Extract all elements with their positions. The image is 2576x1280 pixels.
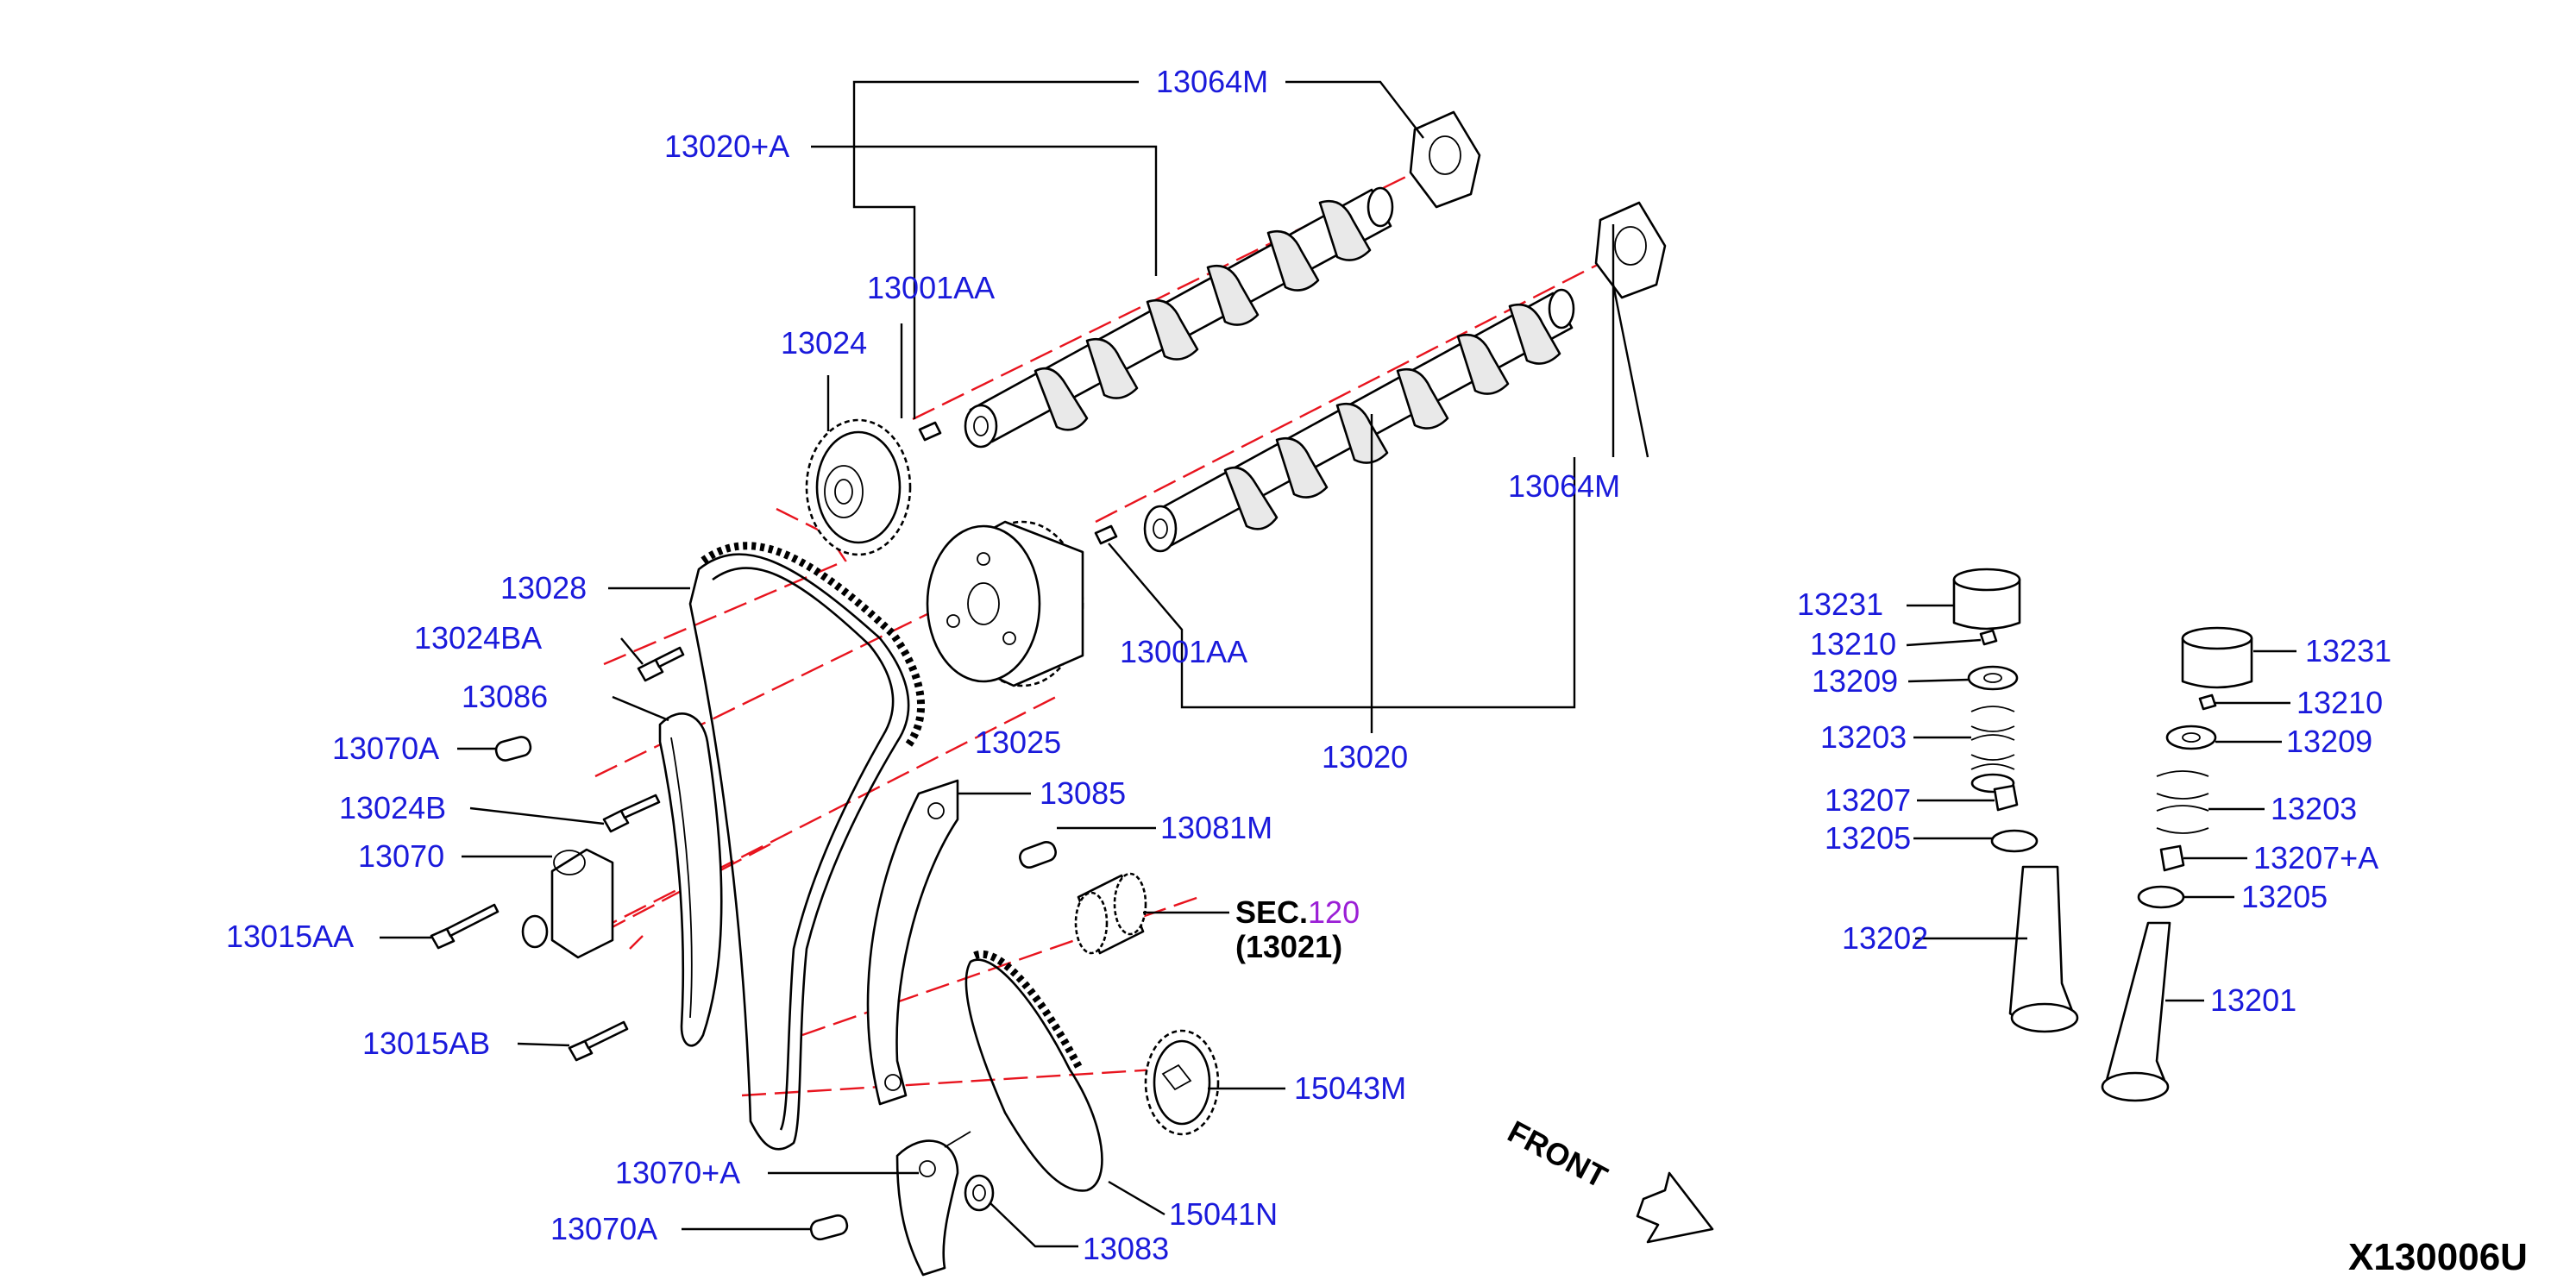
label-13231-right: 13231 [2305, 633, 2391, 668]
camshaft-lower [1094, 288, 1575, 553]
chain-guide-13086 [658, 712, 723, 1047]
label-13070: 13070 [358, 838, 444, 874]
label-13064M-top: 13064M [1156, 64, 1268, 99]
label-13024BA: 13024BA [414, 620, 542, 656]
oil-pump-chain-15041N [964, 950, 1103, 1192]
label-13203-left: 13203 [1820, 719, 1907, 755]
label-13020: 13020 [1322, 739, 1408, 775]
label-13020A: 13020+A [664, 129, 789, 164]
label-13024B: 13024B [339, 790, 446, 825]
label-13205-right: 13205 [2241, 879, 2328, 914]
label-13207A-right: 13207+A [2253, 840, 2378, 875]
label-13209-right: 13209 [2286, 724, 2372, 759]
signal-plate-upper [1409, 110, 1481, 209]
oil-pump-sprocket-15043M [1144, 1029, 1220, 1136]
crank-sprocket [1074, 872, 1147, 955]
label-13231-left: 13231 [1797, 587, 1883, 622]
sprocket-13024 [805, 418, 912, 556]
leader-lines [380, 80, 2296, 1248]
label-15043M: 15043M [1294, 1070, 1406, 1106]
slack-guide-13085 [866, 779, 959, 1106]
label-13201: 13201 [2210, 982, 2296, 1018]
front-indicator: FRONT [1502, 1114, 1714, 1244]
label-13070A-bottom: 13070A [550, 1211, 657, 1246]
front-label: FRONT [1502, 1114, 1613, 1195]
label-sec-13021: (13021) [1235, 929, 1342, 964]
front-arrow-icon [1636, 1171, 1714, 1244]
label-13210-right: 13210 [2296, 685, 2383, 720]
label-13210-left: 13210 [1810, 626, 1896, 662]
vtc-assembly-13025 [926, 520, 1084, 687]
valve-train-right [2101, 626, 2253, 1102]
chain-tensioner-13070 [521, 848, 614, 959]
fasteners [430, 646, 1057, 1241]
label-13209-left: 13209 [1812, 663, 1898, 699]
signal-plate-right [1594, 201, 1667, 299]
label-13028: 13028 [500, 570, 587, 605]
label-13015AA: 13015AA [226, 919, 354, 954]
label-13025: 13025 [975, 725, 1061, 760]
label-13001AA-top: 13001AA [867, 270, 995, 305]
label-13015AB: 13015AB [362, 1026, 490, 1061]
valve-train-left [1952, 568, 2079, 1033]
label-13203-right: 13203 [2271, 791, 2357, 826]
camshaft-upper [918, 186, 1394, 449]
alignment-lines [594, 166, 1618, 1097]
label-13024: 13024 [781, 325, 867, 361]
label-13202: 13202 [1842, 920, 1928, 956]
oil-pump-tensioner [895, 1131, 971, 1277]
label-13207-left: 13207 [1825, 782, 1911, 818]
label-13205-left: 13205 [1825, 820, 1911, 856]
label-13085: 13085 [1040, 775, 1126, 811]
diagram-id: X130006U [2348, 1236, 2528, 1278]
label-13083: 13083 [1083, 1231, 1169, 1266]
timing-chain-13028 [688, 542, 925, 1151]
label-13081M: 13081M [1160, 810, 1272, 845]
label-13070A-plus: 13070+A [615, 1155, 740, 1190]
label-15041N: 15041N [1169, 1196, 1278, 1232]
label-13070A-left: 13070A [332, 731, 439, 766]
label-13064M-right: 13064M [1508, 468, 1620, 504]
part-labels: 13064M 13020+A 13001AA 13024 13064M 1302… [226, 64, 2391, 1266]
label-sec-120: SEC.120 [1235, 894, 1360, 930]
label-13086: 13086 [462, 679, 548, 714]
label-13001AA-mid: 13001AA [1120, 634, 1247, 669]
